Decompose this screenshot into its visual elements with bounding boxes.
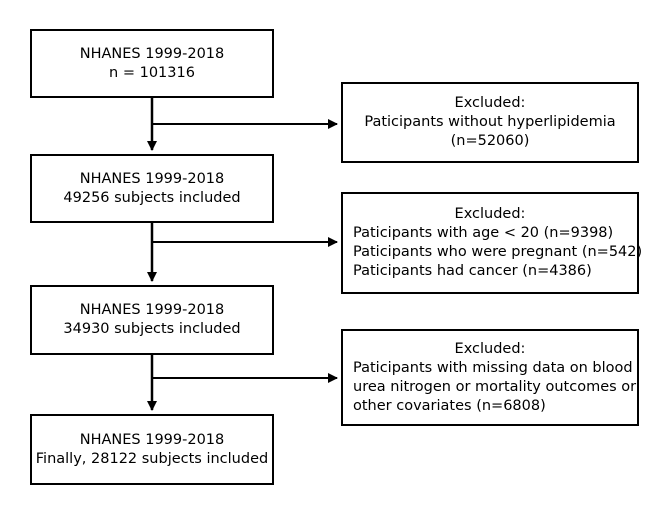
main-box-4-line2: Finally, 28122 subjects included bbox=[35, 450, 269, 467]
exclusion-box-1: Excluded: Paticipants without hyperlipid… bbox=[341, 82, 639, 163]
main-box-1-line2: n = 101316 bbox=[109, 64, 195, 81]
exclusion-box-3-line2: urea nitrogen or mortality outcomes or bbox=[353, 378, 637, 395]
exclusion-box-2-title: Excluded: bbox=[454, 206, 526, 222]
exclusion-box-2-line3: Paticipants had cancer (n=4386) bbox=[353, 263, 592, 279]
main-box-3: NHANES 1999-2018 34930 subjects included bbox=[30, 285, 274, 355]
exclusion-box-2-criteria: Paticipants with age < 20 (n=9398) Patic… bbox=[343, 224, 643, 281]
exclusion-box-2: Excluded: Paticipants with age < 20 (n=9… bbox=[341, 192, 643, 294]
main-box-2-line2: 49256 subjects included bbox=[63, 189, 241, 206]
main-box-2: NHANES 1999-2018 49256 subjects included bbox=[30, 154, 274, 223]
main-box-1-line1: NHANES 1999-2018 bbox=[79, 45, 225, 62]
main-box-3-line1: NHANES 1999-2018 bbox=[79, 302, 225, 318]
main-box-3-line2: 34930 subjects included bbox=[63, 321, 241, 337]
main-box-2-line1: NHANES 1999-2018 bbox=[79, 170, 225, 187]
exclusion-box-3-line3: other covariates (n=6808) bbox=[353, 397, 546, 414]
exclusion-box-2-line1: Paticipants with age < 20 (n=9398) bbox=[353, 225, 614, 241]
exclusion-box-2-line2: Paticipants who were pregnant (n=542) bbox=[353, 244, 643, 260]
main-box-4: NHANES 1999-2018 Finally, 28122 subjects… bbox=[30, 414, 274, 485]
exclusion-box-1-title: Excluded: bbox=[454, 95, 526, 111]
exclusion-box-3-criteria: Paticipants with missing data on blood u… bbox=[343, 359, 637, 416]
exclusion-box-1-line2: (n=52060) bbox=[450, 133, 530, 149]
exclusion-box-3-line1: Paticipants with missing data on blood bbox=[353, 359, 633, 376]
exclusion-box-3: Excluded: Paticipants with missing data … bbox=[341, 329, 639, 426]
exclusion-box-3-title: Excluded: bbox=[454, 340, 526, 357]
exclusion-box-1-line1: Paticipants without hyperlipidemia bbox=[364, 114, 616, 130]
main-box-4-line1: NHANES 1999-2018 bbox=[79, 431, 225, 448]
main-box-1: NHANES 1999-2018 n = 101316 bbox=[30, 29, 274, 98]
